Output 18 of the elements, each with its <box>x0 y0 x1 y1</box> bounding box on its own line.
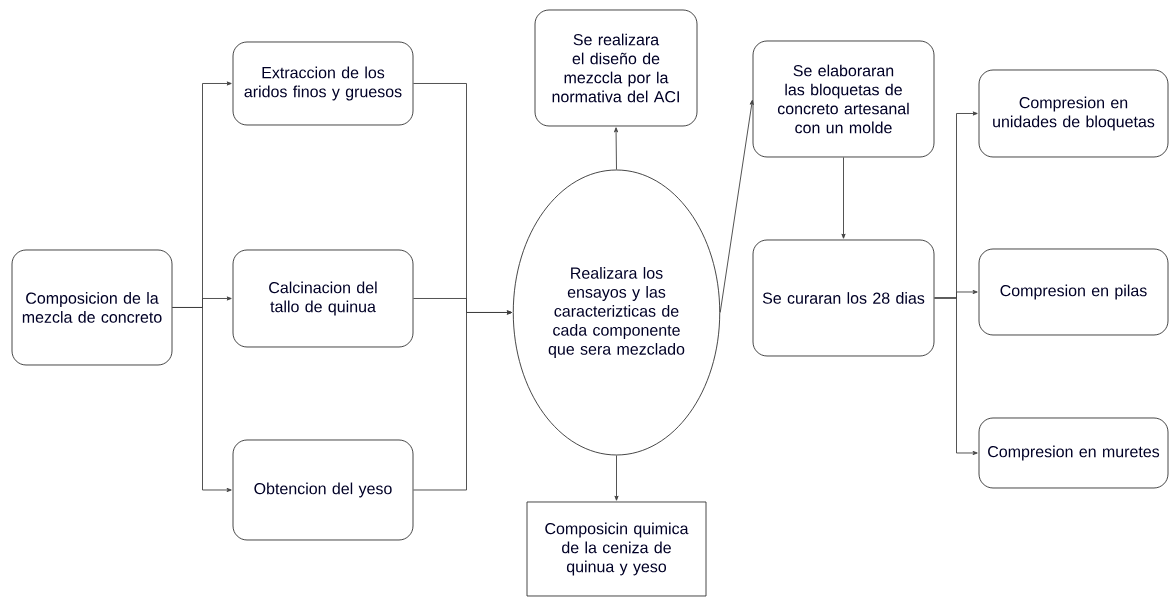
arrow <box>719 99 754 313</box>
arrow <box>614 127 619 170</box>
process-box: Se realizara el diseño de mezccla por la normativa del ACI <box>534 9 698 127</box>
process-box: Se elaboraran las bloquetas de concreto artesanal con un molde <box>752 40 935 158</box>
arrow <box>413 310 512 491</box>
process-box: Compresion en unidades de bloquetas <box>978 69 1169 158</box>
process-box: Obtencion del yeso <box>232 439 414 541</box>
arrow <box>172 307 232 493</box>
arrow <box>934 297 978 456</box>
process-box: Compresion en muretes <box>978 417 1169 489</box>
arrow <box>841 157 846 239</box>
arrow <box>614 455 619 501</box>
process-box: Calcinacion del tallo de quinua <box>232 249 414 348</box>
result-box: Composicin quimica de la ceniza de quinua y yeso <box>526 501 707 597</box>
process-box: Se curaran los 28 dias <box>752 239 935 357</box>
process-box: Extraccion de los aridos finos y gruesos <box>232 41 414 126</box>
process-box: Composicion de la mezcla de concreto <box>11 249 173 366</box>
process-box: Compresion en pilas <box>978 248 1169 336</box>
